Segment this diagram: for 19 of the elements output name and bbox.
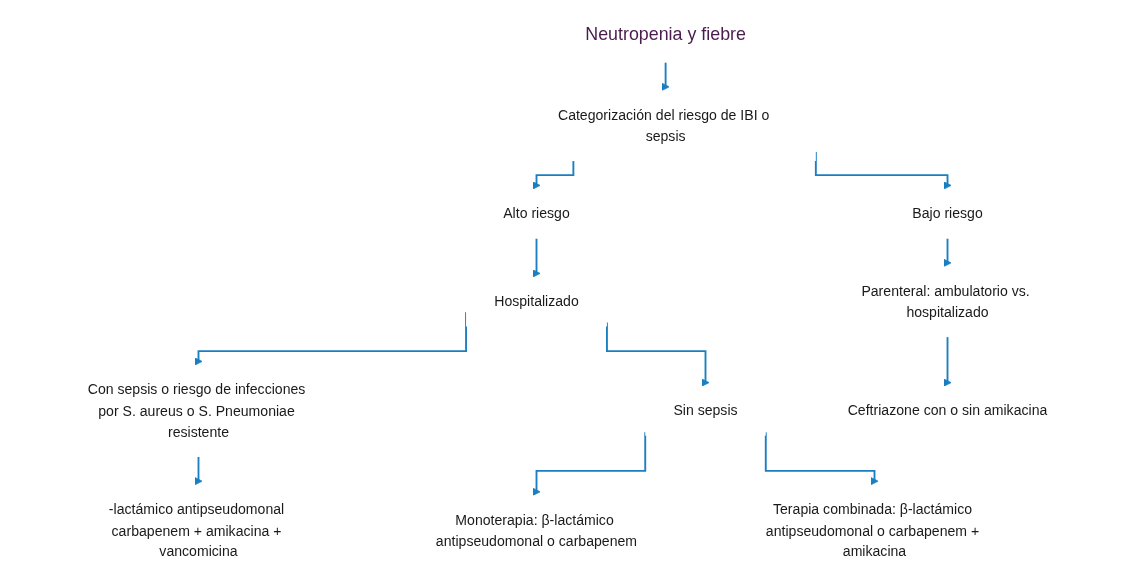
node-text: Bajo riesgo <box>912 205 983 222</box>
arrow <box>532 160 575 190</box>
arrow <box>532 237 541 278</box>
node-text: Alto riesgo <box>503 205 570 222</box>
arrow <box>194 455 203 486</box>
node-text: -lactámico antipseudomonal carbapenem + amikacina + vancomicina <box>108 500 285 560</box>
node-text: Con sepsis o riesgo de infecciones por S. aureus o S. Pneumoniae resistente <box>87 381 306 440</box>
node-text: Sin sepsis <box>673 402 738 419</box>
node-text: Categorización del riesgo de IBI o sepsis <box>557 106 770 144</box>
node-text: Neutropenia y fiebre <box>585 24 746 45</box>
arrow <box>764 431 879 486</box>
arrow <box>943 237 952 268</box>
node-text: Hospitalizado <box>494 293 579 310</box>
node-text: Parenteral: ambulatorio vs. hospitalizado <box>861 282 1030 320</box>
node-text: Ceftriazone con o sin amikacina <box>847 402 1048 419</box>
node-text: Monoterapia: β-lactámico antipseudomonal o carbapenem <box>435 511 638 549</box>
node-text: Terapia combinada: β-lactámico antipseudomonal o carbapenem + amikacina <box>765 500 980 560</box>
arrow <box>661 61 670 91</box>
arrow <box>943 336 952 387</box>
